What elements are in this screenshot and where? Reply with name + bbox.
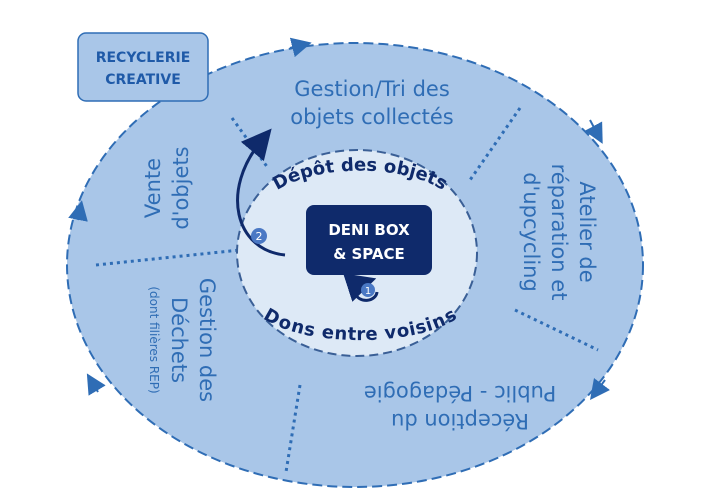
svg-text:Déchets: Déchets: [167, 297, 191, 383]
segment-dechets: Gestion des Déchets (dont filières REP): [147, 278, 219, 402]
recyclerie-line1: RECYCLERIE: [96, 50, 191, 66]
ring-arrow-icon: [584, 119, 603, 144]
center-line2: & SPACE: [333, 245, 405, 263]
ring-arrow-icon: [590, 378, 610, 400]
svg-text:d'upcycling: d'upcycling: [519, 172, 543, 292]
return-arrow-icon: [236, 128, 286, 257]
svg-text:Réception du: Réception du: [391, 409, 529, 433]
svg-text:objets collectés: objets collectés: [290, 105, 453, 129]
segment-vente: Vente d'objets: [141, 146, 193, 229]
recyclerie-line2: CREATIVE: [105, 72, 181, 88]
ring-arrow-icon: [68, 200, 88, 222]
badge-1-label: 1: [365, 286, 371, 297]
ring-arrow-icon: [86, 373, 106, 396]
segment-reception: Réception du Public - Pédagogie: [364, 381, 556, 433]
badge-1: [361, 283, 375, 297]
segment-tri: Gestion/Tri des objets collectés: [290, 77, 453, 129]
svg-text:Vente: Vente: [141, 158, 165, 218]
svg-text:Gestion des: Gestion des: [195, 278, 219, 402]
svg-text:(dont filières REP): (dont filières REP): [147, 286, 161, 393]
svg-text:réparation et: réparation et: [547, 164, 571, 301]
cycle-icon: [343, 273, 379, 302]
segment-atelier: Atelier de réparation et d'upcycling: [519, 164, 599, 301]
ring-arrow-icon: [289, 37, 312, 58]
svg-text:Gestion/Tri des: Gestion/Tri des: [294, 77, 450, 101]
svg-text:Atelier de: Atelier de: [575, 181, 599, 282]
badge-2: [251, 228, 267, 244]
center-line1: DENI BOX: [328, 221, 410, 239]
svg-text:Public - Pédagogie: Public - Pédagogie: [364, 381, 556, 405]
center-box: [306, 205, 432, 275]
badge-2-label: 2: [256, 230, 263, 243]
recyclerie-box: [77, 32, 209, 102]
svg-text:d'objets: d'objets: [169, 146, 193, 229]
